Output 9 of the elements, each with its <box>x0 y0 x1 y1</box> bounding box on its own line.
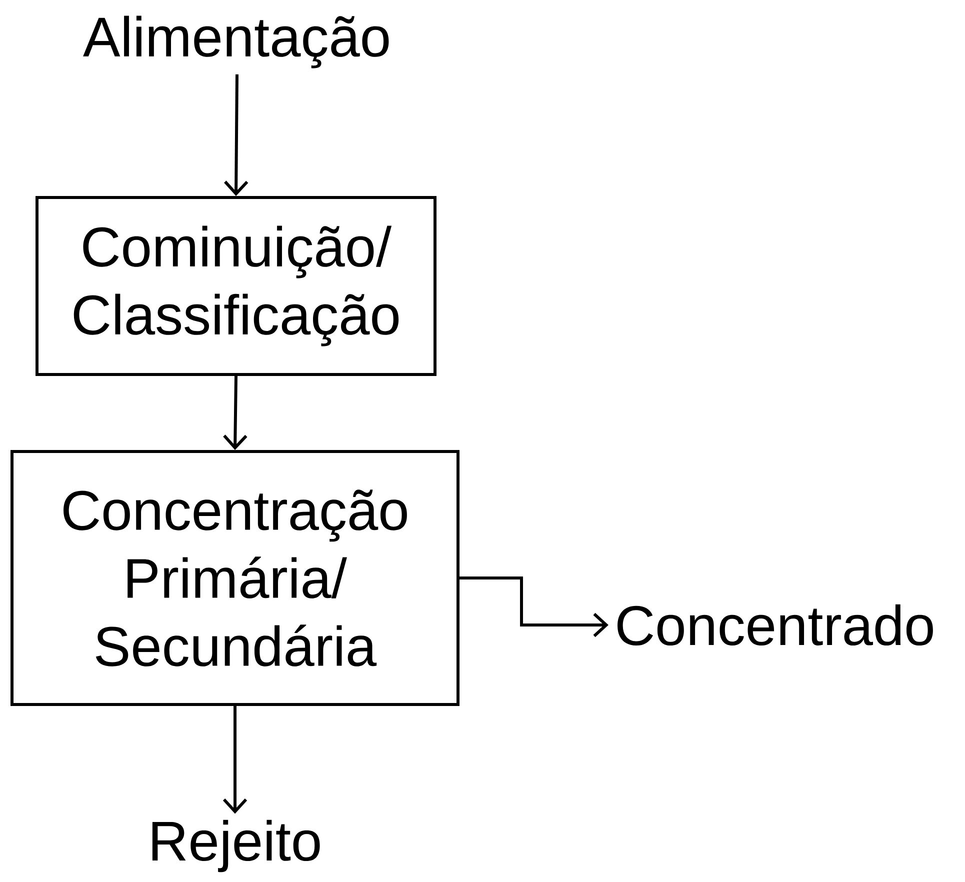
flow-label: Rejeito <box>152 820 320 872</box>
flow-label: Alimentação <box>83 16 389 68</box>
process-box: Cominuição/ Classificação <box>36 196 436 376</box>
process-box: Concentração Primária/ Secundária <box>10 450 460 706</box>
arrow <box>223 376 248 450</box>
arrow <box>224 74 248 196</box>
flow-label: Concentrado <box>618 604 933 646</box>
arrow <box>222 706 248 814</box>
arrow <box>460 576 608 638</box>
